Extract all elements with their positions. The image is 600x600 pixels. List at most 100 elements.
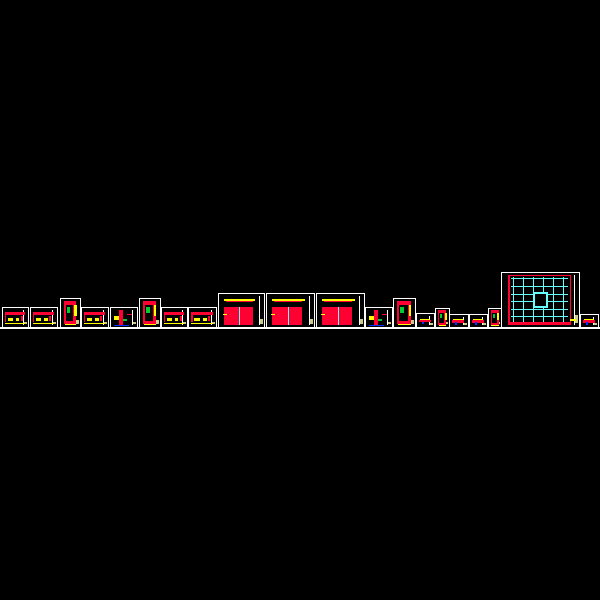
drawing-sheet-15[interactable]	[435, 308, 450, 328]
drawing-element	[491, 324, 499, 326]
drawing-sheet-17[interactable]	[469, 314, 488, 328]
drawing-element	[154, 304, 157, 316]
drawing-sheet-18[interactable]	[488, 308, 502, 328]
drawing-element	[381, 313, 387, 315]
drawing-element	[475, 322, 477, 325]
drawing-element	[586, 322, 588, 325]
drawing-sheet-11[interactable]	[316, 293, 365, 328]
drawing-sheet-3[interactable]	[60, 298, 81, 328]
drawing-element	[202, 318, 207, 322]
drawing-element	[33, 314, 35, 323]
drawing-element	[145, 304, 153, 322]
drawing-sheet-10[interactable]	[266, 293, 315, 328]
drawing-element	[321, 307, 353, 326]
drawing-element	[288, 307, 290, 326]
title-block	[309, 296, 313, 325]
drawing-sheet-7[interactable]	[161, 307, 188, 328]
drawing-sheet-5[interactable]	[110, 307, 138, 328]
drawing-element	[100, 315, 103, 322]
drawing-element	[321, 298, 355, 301]
drawing-element	[535, 293, 546, 307]
drawing-element	[483, 323, 486, 325]
drawing-element	[338, 307, 340, 326]
drawing-element	[377, 319, 382, 322]
drawing-sheet-8[interactable]	[188, 307, 217, 328]
drawing-sheet-6[interactable]	[139, 298, 161, 328]
drawing-element	[95, 318, 99, 322]
drawing-element	[33, 311, 54, 315]
drawing-element	[260, 319, 263, 324]
drawing-element	[408, 304, 412, 316]
drawing-sheet-1[interactable]	[2, 307, 29, 328]
drawing-sheet-2[interactable]	[30, 307, 58, 328]
drawing-sheet-20[interactable]	[580, 314, 599, 328]
drawing-element	[522, 277, 525, 322]
title-block	[23, 310, 27, 325]
drawing-element	[118, 309, 123, 326]
drawing-element	[167, 317, 172, 322]
drawing-element	[310, 319, 313, 324]
drawing-element	[511, 285, 569, 288]
drawing-sheet-14[interactable]	[416, 313, 435, 328]
drawing-sheet-13[interactable]	[393, 298, 416, 328]
drawing-element	[464, 323, 467, 325]
drawing-element	[164, 311, 184, 315]
drawing-element	[66, 307, 71, 313]
drawing-element	[582, 320, 595, 323]
drawing-sheet-9[interactable]	[218, 293, 265, 328]
drawing-element	[74, 304, 77, 316]
drawing-element	[509, 321, 570, 324]
drawing-element	[274, 300, 303, 303]
drawing-element	[388, 322, 391, 325]
drawing-element	[455, 322, 458, 325]
drawing-element	[512, 277, 515, 322]
drawing-element	[324, 300, 353, 303]
drawing-element	[5, 314, 7, 323]
drawing-element	[225, 300, 253, 303]
title-block	[359, 296, 363, 325]
drawing-element	[239, 307, 241, 326]
drawing-element	[419, 318, 430, 320]
drawing-element	[113, 325, 130, 327]
drawing-element	[5, 323, 25, 324]
drawing-element	[222, 313, 228, 315]
drawing-element	[430, 323, 433, 325]
drawing-element	[418, 319, 431, 323]
drawing-element	[398, 323, 411, 325]
drawing-sheet-16[interactable]	[449, 314, 469, 328]
drawing-element	[212, 322, 215, 325]
drawing-element	[76, 320, 79, 324]
title-block	[387, 310, 391, 325]
drawing-element	[122, 319, 127, 322]
drawing-element	[156, 320, 159, 324]
drawing-element	[15, 318, 20, 322]
title-block	[259, 296, 263, 325]
drawing-element	[399, 304, 408, 322]
drawing-element	[270, 313, 276, 315]
drawing-element	[183, 322, 186, 325]
drawing-element	[144, 323, 156, 325]
drawing-sheet-19[interactable]	[501, 272, 580, 328]
drawing-element	[445, 322, 448, 325]
drawing-element	[104, 322, 107, 325]
drawing-element	[373, 309, 378, 326]
drawing-element	[511, 308, 569, 310]
drawing-element	[400, 307, 405, 313]
drawing-element	[207, 315, 211, 322]
drawing-element	[33, 323, 54, 324]
drawing-element	[84, 323, 105, 324]
drawing-element	[438, 324, 447, 326]
drawing-element	[472, 319, 483, 321]
drawing-element	[411, 320, 414, 324]
drawing-element	[113, 315, 119, 321]
drawing-sheet-4[interactable]	[81, 307, 109, 328]
drawing-sheet-12[interactable]	[365, 307, 393, 328]
drawing-element	[497, 312, 499, 320]
drawing-element	[53, 322, 56, 325]
drawing-element	[84, 311, 105, 315]
drawing-element	[64, 323, 77, 325]
title-block	[132, 310, 136, 325]
drawing-element	[451, 320, 465, 323]
drawing-element	[569, 318, 576, 321]
